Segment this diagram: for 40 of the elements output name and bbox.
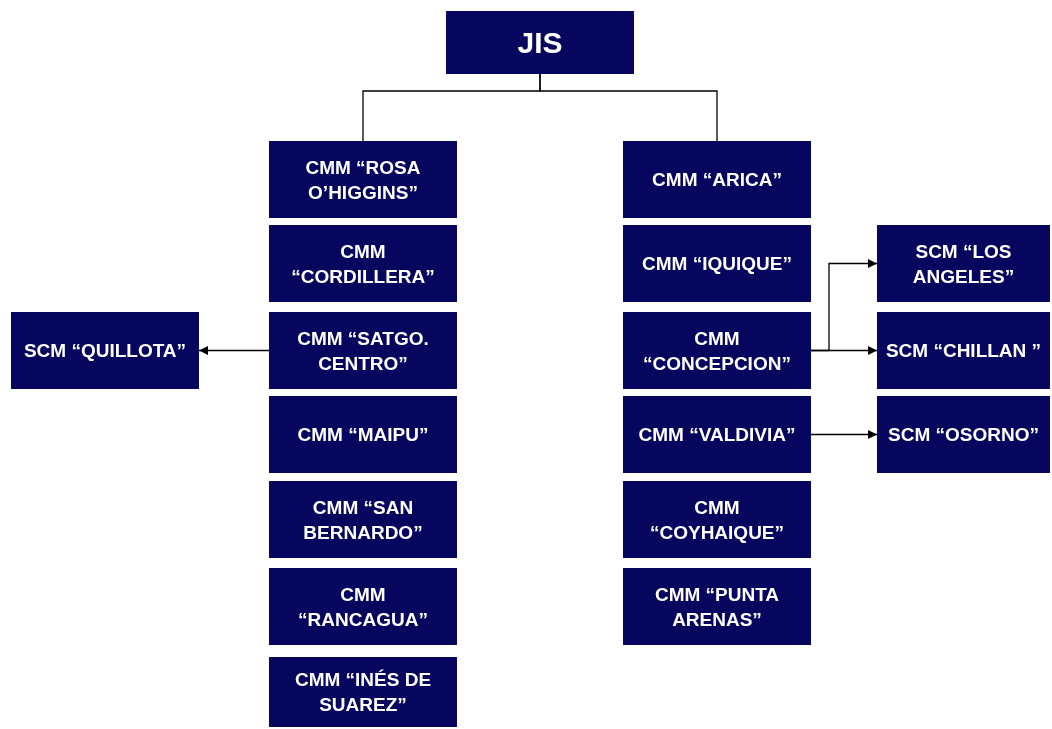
org-unit-box — [623, 225, 811, 302]
unit-name: SCM “OSORNO” — [888, 423, 1039, 447]
arrow — [810, 346, 878, 355]
unit-name: SCM “QUILLOTA” — [23, 339, 187, 363]
org-unit-box — [269, 396, 457, 473]
unit-name: CMM “CORDILLERA” — [290, 239, 436, 289]
connector-line — [539, 73, 718, 142]
unit-name: CMM “MAIPU” — [297, 423, 429, 447]
org-unit-box — [269, 481, 457, 558]
unit-name: CMM “IQUIQUE” — [642, 252, 792, 276]
org-unit-box — [11, 312, 199, 389]
org-unit-box — [623, 141, 811, 218]
org-unit-box — [623, 481, 811, 558]
unit-name: CMM “CONCEPCION” — [642, 326, 792, 376]
unit-name: CMM “VALDIVIA” — [638, 423, 796, 447]
org-unit-box — [269, 312, 457, 389]
org-unit-box — [623, 312, 811, 389]
org-unit-box — [877, 396, 1050, 473]
unit-name: CMM “PUNTA ARENAS” — [653, 582, 781, 632]
unit-name: CMM “SAN BERNARDO” — [302, 495, 424, 545]
org-unit-box — [269, 225, 457, 302]
unit-name: CMM “RANCAGUA” — [297, 582, 429, 632]
unit-name: CMM “SATGO. CENTRO” — [296, 326, 430, 376]
org-unit-box — [623, 396, 811, 473]
org-unit-box — [877, 225, 1050, 302]
arrow — [810, 430, 878, 439]
org-unit-box — [269, 568, 457, 645]
unit-name: CMM “INÉS DE SUAREZ” — [293, 668, 433, 717]
org-unit-box — [269, 657, 457, 727]
unit-name: CMM “COYHAIQUE” — [648, 495, 786, 545]
org-unit-box — [446, 11, 634, 74]
unit-name: CMM “ROSA O’HIGGINS” — [304, 155, 422, 205]
org-unit-box — [623, 568, 811, 645]
arrow — [198, 346, 270, 355]
unit-name: CMM “ARICA” — [652, 168, 782, 192]
unit-name: SCM “LOS ANGELES” — [911, 239, 1016, 289]
org-unit-box — [877, 312, 1050, 389]
unit-name: JIS — [517, 25, 563, 60]
unit-name: SCM “CHILLAN ” — [885, 339, 1042, 363]
org-unit-box — [269, 141, 457, 218]
